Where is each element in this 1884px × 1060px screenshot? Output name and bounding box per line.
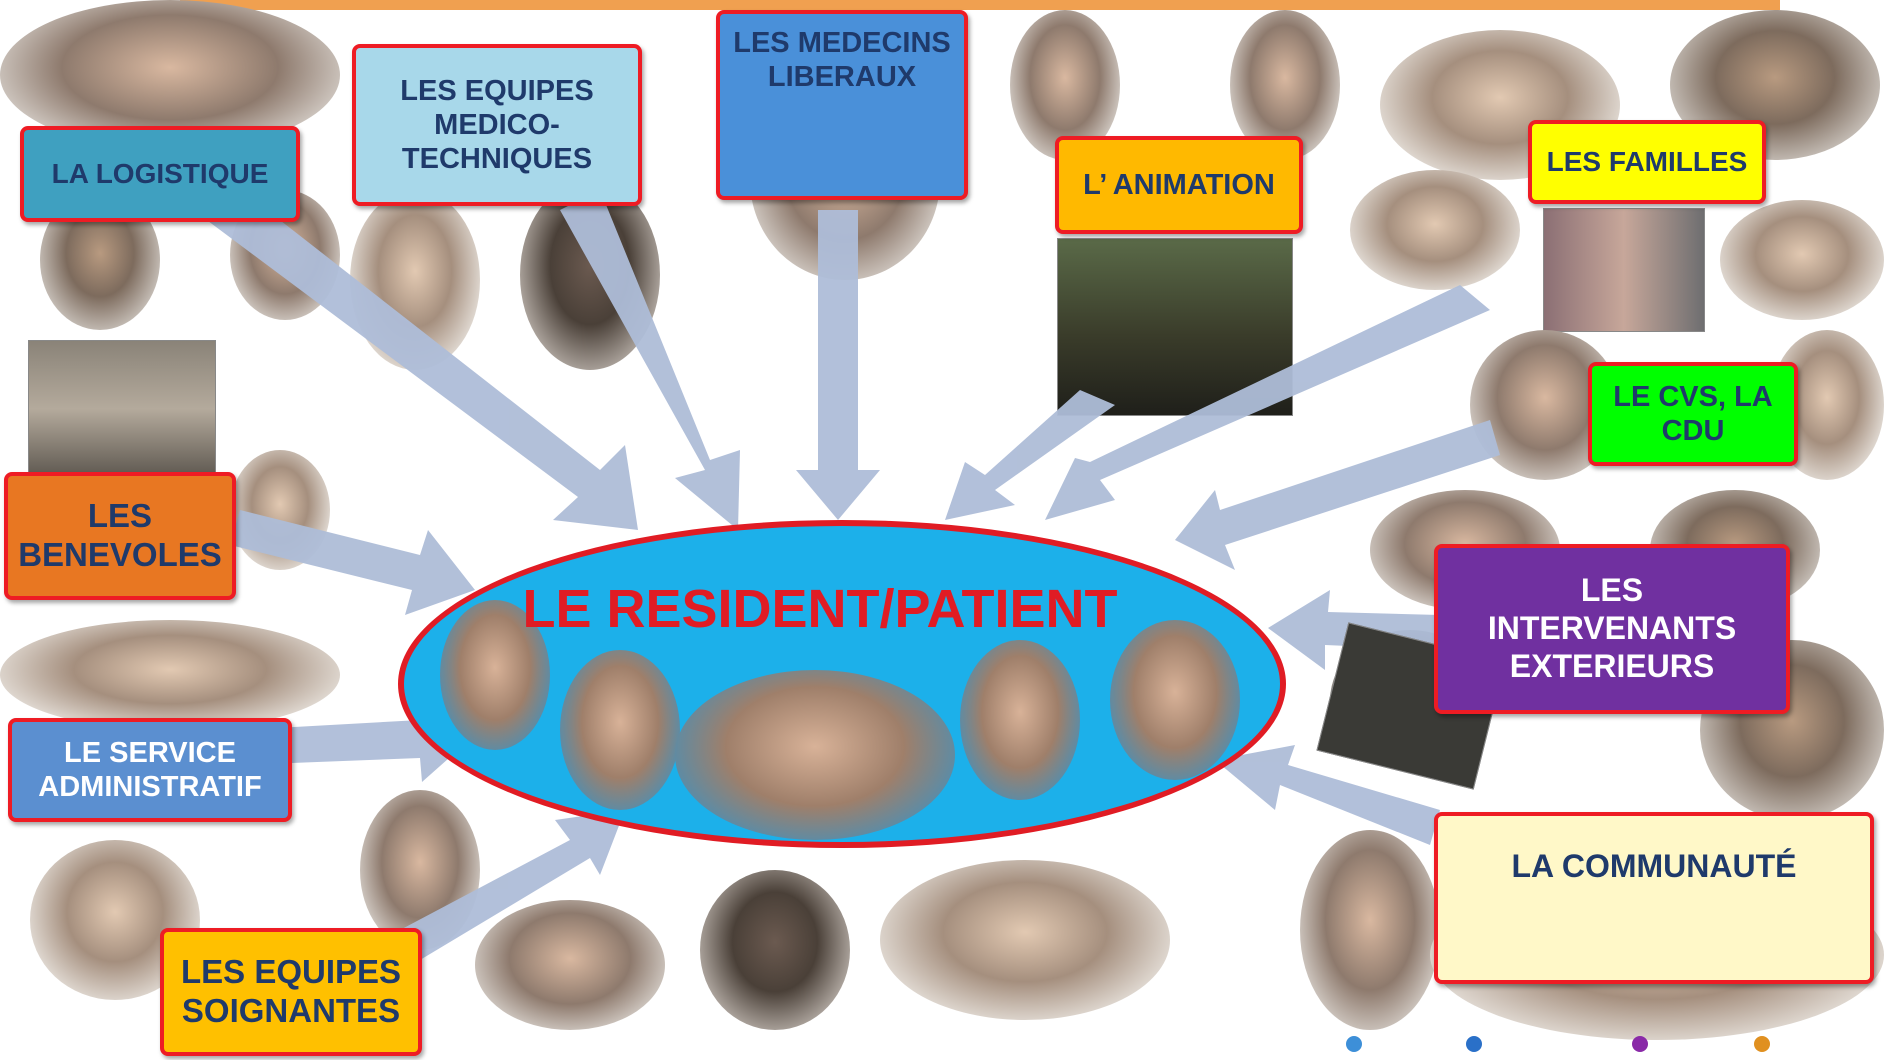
label-logistique: LA LOGISTIQUE — [20, 126, 300, 222]
label-communaute: LA COMMUNAUTÉ — [1434, 812, 1874, 984]
label-equipes-medico-text: LES EQUIPES MEDICO- TECHNIQUES — [400, 74, 594, 176]
caregivers-photo-2 — [475, 900, 665, 1030]
label-equipes-medico: LES EQUIPES MEDICO- TECHNIQUES — [352, 44, 642, 206]
label-benevoles: LES BENEVOLES — [4, 472, 236, 600]
resident-photo-3 — [675, 670, 955, 840]
arrow-medico — [560, 190, 740, 530]
label-communaute-text: LA COMMUNAUTÉ — [1511, 848, 1797, 884]
label-benevoles-text: LES BENEVOLES — [18, 497, 222, 573]
label-animation-text: L’ ANIMATION — [1083, 168, 1275, 201]
label-logistique-text: LA LOGISTIQUE — [51, 158, 269, 190]
label-cvs-text: LE CVS, LA CDU — [1613, 380, 1773, 447]
label-service-admin-text: LE SERVICE ADMINISTRATIF — [38, 736, 262, 803]
resident-photo-5 — [1110, 620, 1240, 780]
top-accent-line — [180, 0, 1780, 10]
resident-reading-photo — [700, 870, 850, 1030]
arrow-familles — [1045, 285, 1490, 520]
label-familles-text: LES FAMILLES — [1546, 146, 1748, 178]
arrow-admin — [240, 695, 475, 782]
resident-photo-1 — [440, 600, 550, 750]
arrow-cvs — [1175, 420, 1500, 570]
family-visit-photo — [1543, 208, 1705, 332]
decor-dot — [1754, 1036, 1770, 1052]
animator-photo-2 — [1230, 10, 1340, 160]
label-intervenants-text: LES INTERVENANTS EXTERIEURS — [1487, 572, 1737, 684]
decor-dot — [1466, 1036, 1482, 1052]
label-medecins: LES MEDECINS LIBERAUX — [716, 10, 968, 200]
resident-photo-4 — [960, 640, 1080, 800]
admin-staff-photo — [0, 620, 340, 730]
arrow-logistique — [200, 185, 638, 530]
arrow-benevoles — [230, 510, 475, 615]
family-photo-4 — [1720, 200, 1884, 320]
label-cvs: LE CVS, LA CDU — [1588, 362, 1798, 466]
label-animation: L’ ANIMATION — [1055, 136, 1303, 234]
arrow-medecins — [796, 210, 880, 520]
label-equipes-soignantes-text: LES EQUIPES SOIGNANTES — [180, 953, 402, 1029]
arrow-soignantes — [400, 810, 625, 960]
staff-photo-logistics — [0, 0, 340, 150]
lounge-photo — [880, 860, 1170, 1020]
label-equipes-soignantes: LES EQUIPES SOIGNANTES — [160, 928, 422, 1056]
label-intervenants: LES INTERVENANTS EXTERIEURS — [1434, 544, 1790, 714]
family-photo-3 — [1350, 170, 1520, 290]
label-service-admin: LE SERVICE ADMINISTRATIF — [8, 718, 292, 822]
volunteers-group-photo — [28, 340, 216, 478]
label-medecins-text: LES MEDECINS LIBERAUX — [733, 27, 951, 94]
arrow-animation — [945, 390, 1115, 520]
decor-dot — [1632, 1036, 1648, 1052]
decor-dot — [1346, 1036, 1362, 1052]
sister-photo — [1300, 830, 1440, 1030]
center-title: LE RESIDENT/PATIENT — [522, 579, 1118, 639]
resident-photo-2 — [560, 650, 680, 810]
label-familles: LES FAMILLES — [1528, 120, 1766, 204]
arrow-communaute — [1215, 745, 1440, 845]
animator-photo — [1010, 10, 1120, 160]
arrow-shapes — [200, 185, 1500, 960]
